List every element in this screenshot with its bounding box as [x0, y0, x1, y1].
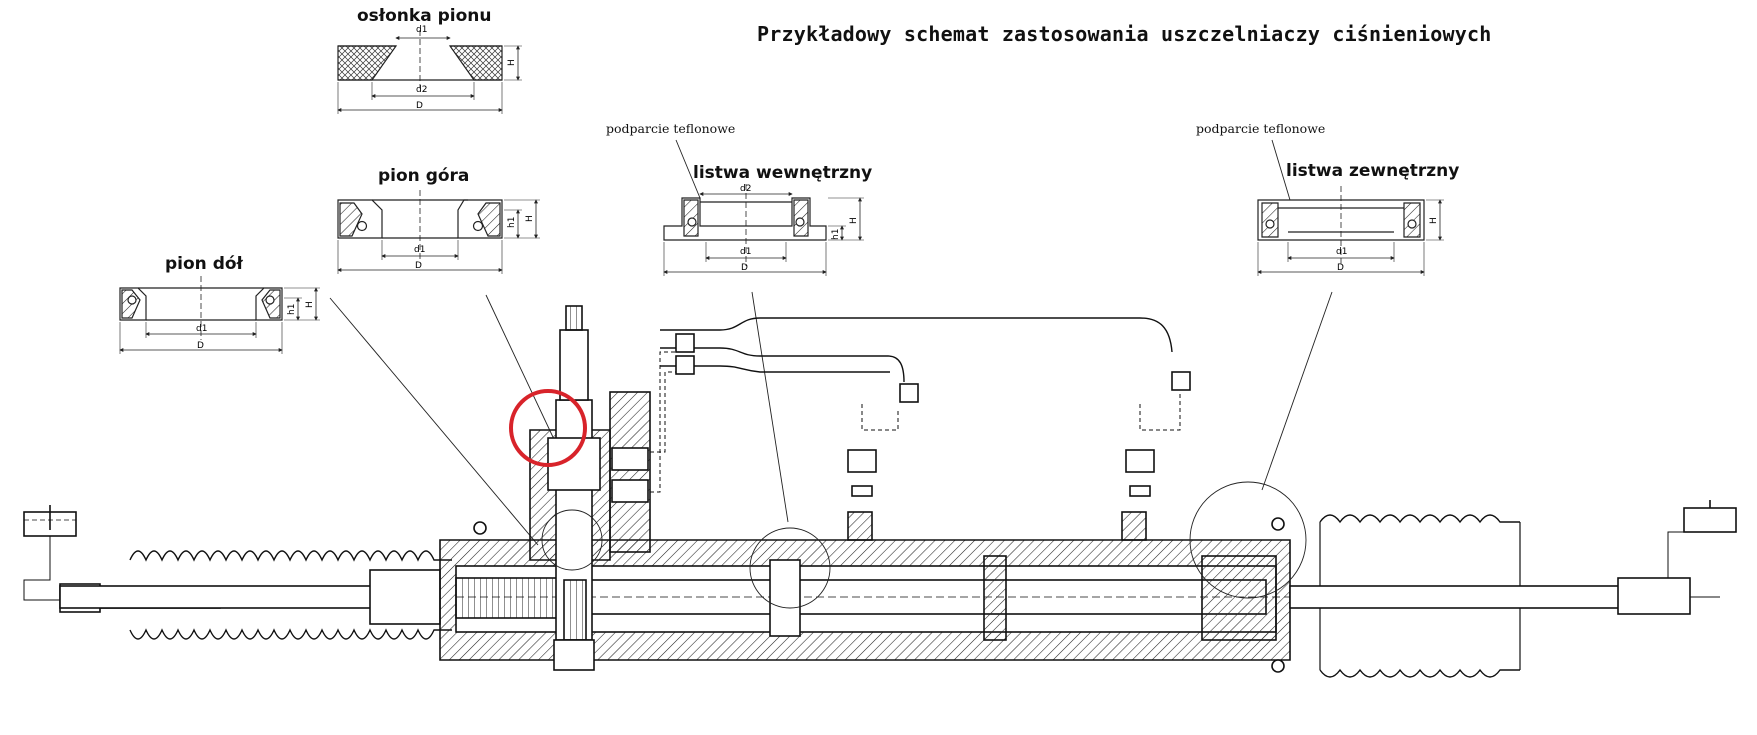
seal-drawing-pion-dol — [119, 276, 320, 354]
seal-title-listwa-wew: listwa wewnętrzny — [693, 163, 873, 183]
seal-drawing-pion-gora — [337, 190, 540, 274]
dim-label-listwa-zew-D: D — [1337, 263, 1344, 273]
dim-label-oslonka-d1: d1 — [416, 25, 427, 35]
seal-drawing-oslonka — [337, 30, 522, 114]
seal-drawing-listwa-wew — [663, 184, 864, 276]
dim-label-pion-gora-D: D — [415, 261, 422, 271]
dim-label-pion-dol-d1: d1 — [196, 324, 207, 334]
dim-label-listwa-wew-H: H — [849, 217, 859, 224]
note-teflon-right: podparcie teflonowe — [1196, 121, 1326, 136]
dim-label-listwa-wew-d1: d1 — [740, 247, 751, 257]
seal-title-listwa-zew: listwa zewnętrzny — [1286, 161, 1460, 181]
dim-label-pion-gora-H: H — [525, 215, 535, 222]
dim-label-listwa-zew-d1: d1 — [1336, 247, 1347, 257]
dim-label-oslonka-H: H — [507, 59, 517, 66]
page-title: Przykładowy schemat zastosowania uszczel… — [757, 22, 1492, 46]
dim-label-pion-gora-h1: h1 — [507, 217, 517, 228]
dim-label-listwa-wew-d2: d2 — [740, 184, 751, 194]
highlight-circle — [509, 389, 587, 467]
detail-circles — [541, 481, 1307, 609]
leader-lines — [329, 291, 1333, 546]
seal-title-oslonka: osłonka pionu — [357, 6, 492, 26]
dim-label-pion-dol-H: H — [305, 301, 315, 308]
dim-label-listwa-wew-h1: h1 — [831, 229, 841, 240]
dim-label-pion-dol-D: D — [197, 341, 204, 351]
leader-teflon-left — [675, 139, 701, 199]
dim-label-listwa-zew-H: H — [1429, 217, 1439, 224]
seal-title-pion-gora: pion góra — [378, 166, 470, 186]
seal-title-pion-dol: pion dół — [165, 254, 243, 274]
dim-label-pion-dol-h1: h1 — [287, 304, 297, 315]
steering-rack-assembly — [23, 305, 1737, 678]
seal-drawing-listwa-zew — [1257, 186, 1444, 276]
dim-label-oslonka-d2: d2 — [416, 85, 427, 95]
dim-label-oslonka-D: D — [416, 101, 423, 111]
dim-label-listwa-wew-D: D — [741, 263, 748, 273]
leader-teflon-right — [1271, 139, 1291, 201]
dim-label-pion-gora-d1: d1 — [414, 245, 425, 255]
note-teflon-left: podparcie teflonowe — [606, 121, 736, 136]
